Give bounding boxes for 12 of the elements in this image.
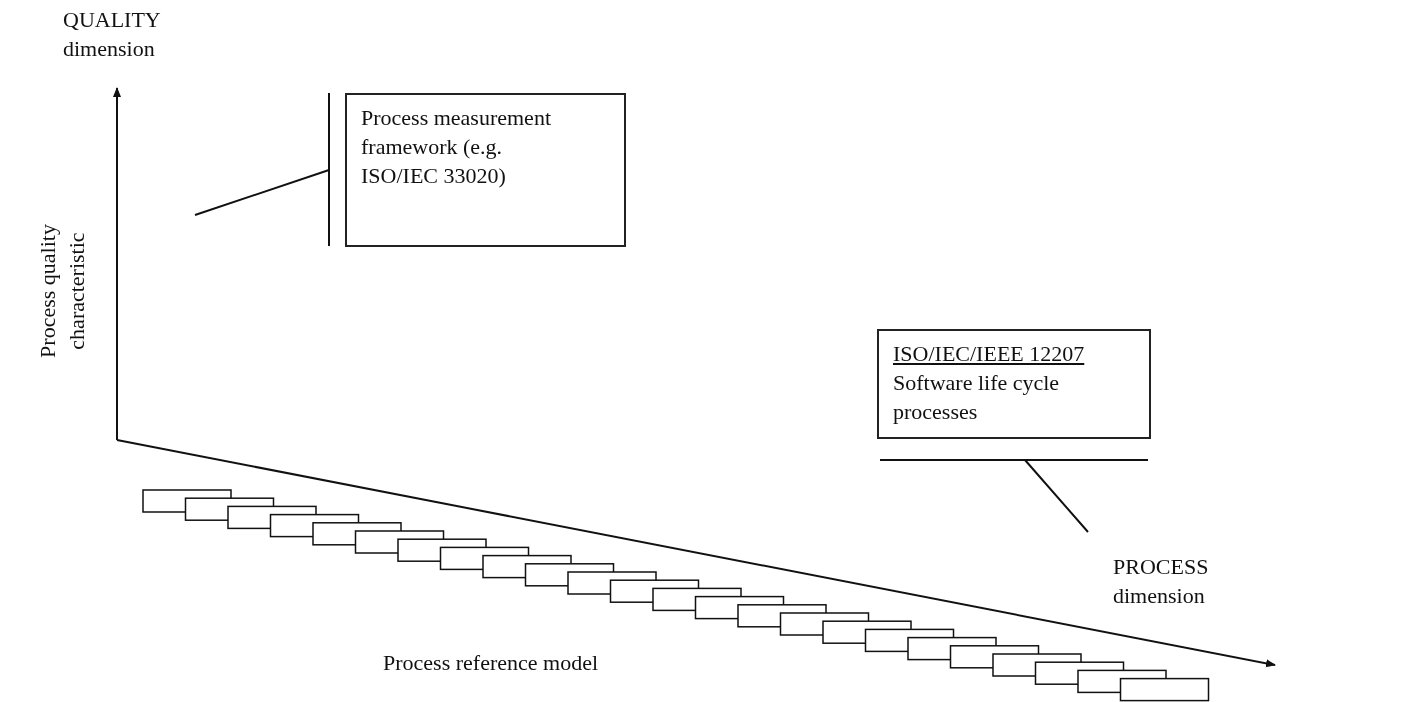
leader-line bbox=[879, 459, 1149, 533]
process-box bbox=[1119, 677, 1210, 702]
box-text: Process measurement framework (e.g. ISO/IEC 33020) bbox=[361, 104, 552, 190]
axis-label: PROCESS dimension bbox=[1113, 553, 1210, 610]
box-heading: ISO/IEC/IEEE 12207 bbox=[893, 340, 1086, 368]
leader-line bbox=[194, 92, 330, 247]
text-box bbox=[877, 329, 1151, 439]
axis-label: QUALITY dimension bbox=[63, 6, 161, 63]
text-box bbox=[345, 93, 626, 247]
box-text: Software life cycle processes bbox=[893, 369, 1061, 426]
axis-label: Process quality characteristic bbox=[34, 223, 90, 360]
stack-label: Process reference model bbox=[383, 649, 599, 677]
